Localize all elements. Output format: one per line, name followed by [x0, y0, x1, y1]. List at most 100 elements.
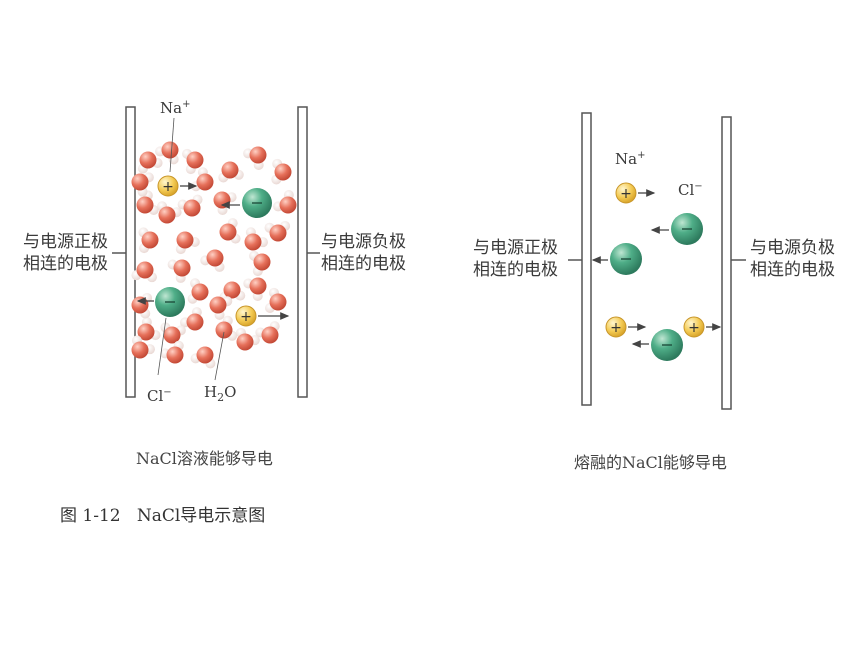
figure-number: 图 1-12	[60, 506, 121, 526]
right-cl-label: Cl−	[678, 181, 703, 199]
water-oxygen-atom	[261, 326, 279, 344]
water-oxygen-atom	[186, 151, 204, 169]
water-molecule	[209, 296, 233, 320]
water-molecule	[243, 277, 267, 301]
water-oxygen-atom	[196, 346, 214, 364]
water-molecule	[218, 161, 244, 183]
water-oxygen-atom	[249, 146, 267, 164]
water-molecule	[180, 307, 204, 331]
figure-caption: 图 1-12 NaCl导电示意图	[60, 505, 265, 527]
water-molecule	[264, 220, 291, 242]
water-molecule	[244, 227, 268, 251]
water-molecule	[131, 172, 154, 197]
water-molecule	[190, 346, 216, 369]
left-positive-electrode-label: 与电源正极 相连的电极	[23, 232, 108, 274]
water-molecule	[136, 190, 159, 215]
water-oxygen-atom	[191, 283, 209, 301]
water-oxygen-atom	[196, 173, 214, 191]
water-oxygen-atom	[183, 199, 201, 217]
water-molecule	[177, 194, 203, 217]
left-water-label: H2O	[204, 383, 237, 404]
water-oxygen-atom	[176, 231, 194, 249]
water-oxygen-atom	[269, 293, 287, 311]
left-panel-caption: NaCl溶液能够导电	[136, 449, 273, 468]
right-panel-caption: 熔融的NaCl能够导电	[574, 453, 727, 472]
left-cl-charge: −	[163, 387, 172, 398]
water-molecule	[255, 321, 280, 344]
water-oxygen-atom	[206, 249, 224, 267]
water-oxygen-atom	[131, 341, 149, 359]
water-oxygen-atom	[173, 259, 191, 277]
water-oxygen-atom	[141, 231, 159, 249]
water-molecule	[137, 151, 163, 174]
water-oxygen-atom	[139, 151, 157, 169]
water-oxygen-atom	[249, 277, 267, 295]
svg-text:+: +	[610, 320, 622, 336]
water-oxygen-atom	[269, 224, 287, 242]
left-positive-electrode	[112, 106, 136, 398]
water-molecule	[235, 327, 260, 351]
water-molecule	[137, 317, 161, 341]
right-na-label: Na+	[615, 150, 646, 168]
water-molecule	[182, 148, 204, 175]
right-negative-electrode-label: 与电源负极 相连的电极	[750, 238, 835, 280]
water-molecule	[175, 231, 200, 255]
water-oxygen-atom	[166, 346, 184, 364]
left-negative-electrode	[297, 106, 320, 398]
water-oxygen-atom	[186, 313, 204, 331]
left-na-ion-bottom: +	[235, 305, 290, 327]
left-na-label: Na+	[160, 94, 190, 119]
water-oxygen-atom	[215, 321, 233, 339]
svg-text:+: +	[688, 320, 700, 336]
left-na-symbol: Na	[160, 99, 183, 117]
right-na-ion-top: +	[615, 182, 656, 204]
svg-text:+: +	[162, 179, 174, 195]
water-oxygen-atom	[158, 206, 176, 224]
water-molecule	[271, 158, 292, 185]
water-oxygen-atom	[213, 191, 231, 209]
left-na-ion-top: +	[157, 175, 198, 197]
svg-text:+: +	[620, 186, 632, 202]
water-oxygen-atom	[253, 253, 271, 271]
left-cl-ion-bottom	[136, 287, 185, 317]
water-oxygen-atom	[161, 141, 179, 159]
water-oxygen-atom	[136, 261, 154, 279]
right-positive-electrode-label: 与电源正极 相连的电极	[473, 238, 558, 280]
water-oxygen-atom	[279, 196, 297, 214]
water-molecule	[219, 218, 241, 244]
water-oxygen-atom	[274, 163, 292, 181]
water-molecule	[138, 227, 159, 254]
svg-text:+: +	[240, 309, 252, 325]
right-positive-electrode	[568, 112, 592, 406]
water-molecule	[160, 340, 184, 364]
water-oxygen-atom	[221, 161, 239, 179]
right-negative-electrode	[721, 116, 746, 410]
right-na-ion-bottom-right: +	[683, 316, 722, 338]
water-molecule	[200, 249, 225, 272]
water-molecule	[157, 201, 182, 224]
water-molecule	[131, 261, 157, 283]
figure-title: NaCl导电示意图	[136, 506, 266, 526]
water-molecule	[167, 259, 191, 283]
water-molecule	[131, 335, 155, 359]
right-na-ion-bottom-left: +	[605, 316, 647, 338]
water-molecule	[243, 146, 267, 170]
right-cl-ion-top	[650, 213, 703, 245]
left-cl-symbol: Cl	[147, 387, 164, 405]
water-oxygen-atom	[223, 281, 241, 299]
left-na-charge: +	[182, 99, 191, 110]
water-oxygen-atom	[209, 296, 227, 314]
water-molecule	[249, 250, 271, 277]
left-negative-electrode-label: 与电源负极 相连的电极	[321, 232, 406, 274]
water-molecule	[160, 322, 186, 344]
water-oxygen-atom	[131, 296, 149, 314]
water-molecule	[264, 287, 287, 313]
water-oxygen-atom	[163, 326, 181, 344]
water-oxygen-atom	[131, 173, 149, 191]
right-cl-ion-bottom	[631, 329, 683, 361]
water-molecule	[187, 278, 209, 304]
right-cl-ion-middle	[591, 243, 642, 275]
water-oxygen-atom	[244, 233, 262, 251]
left-water-molecules	[131, 141, 297, 369]
